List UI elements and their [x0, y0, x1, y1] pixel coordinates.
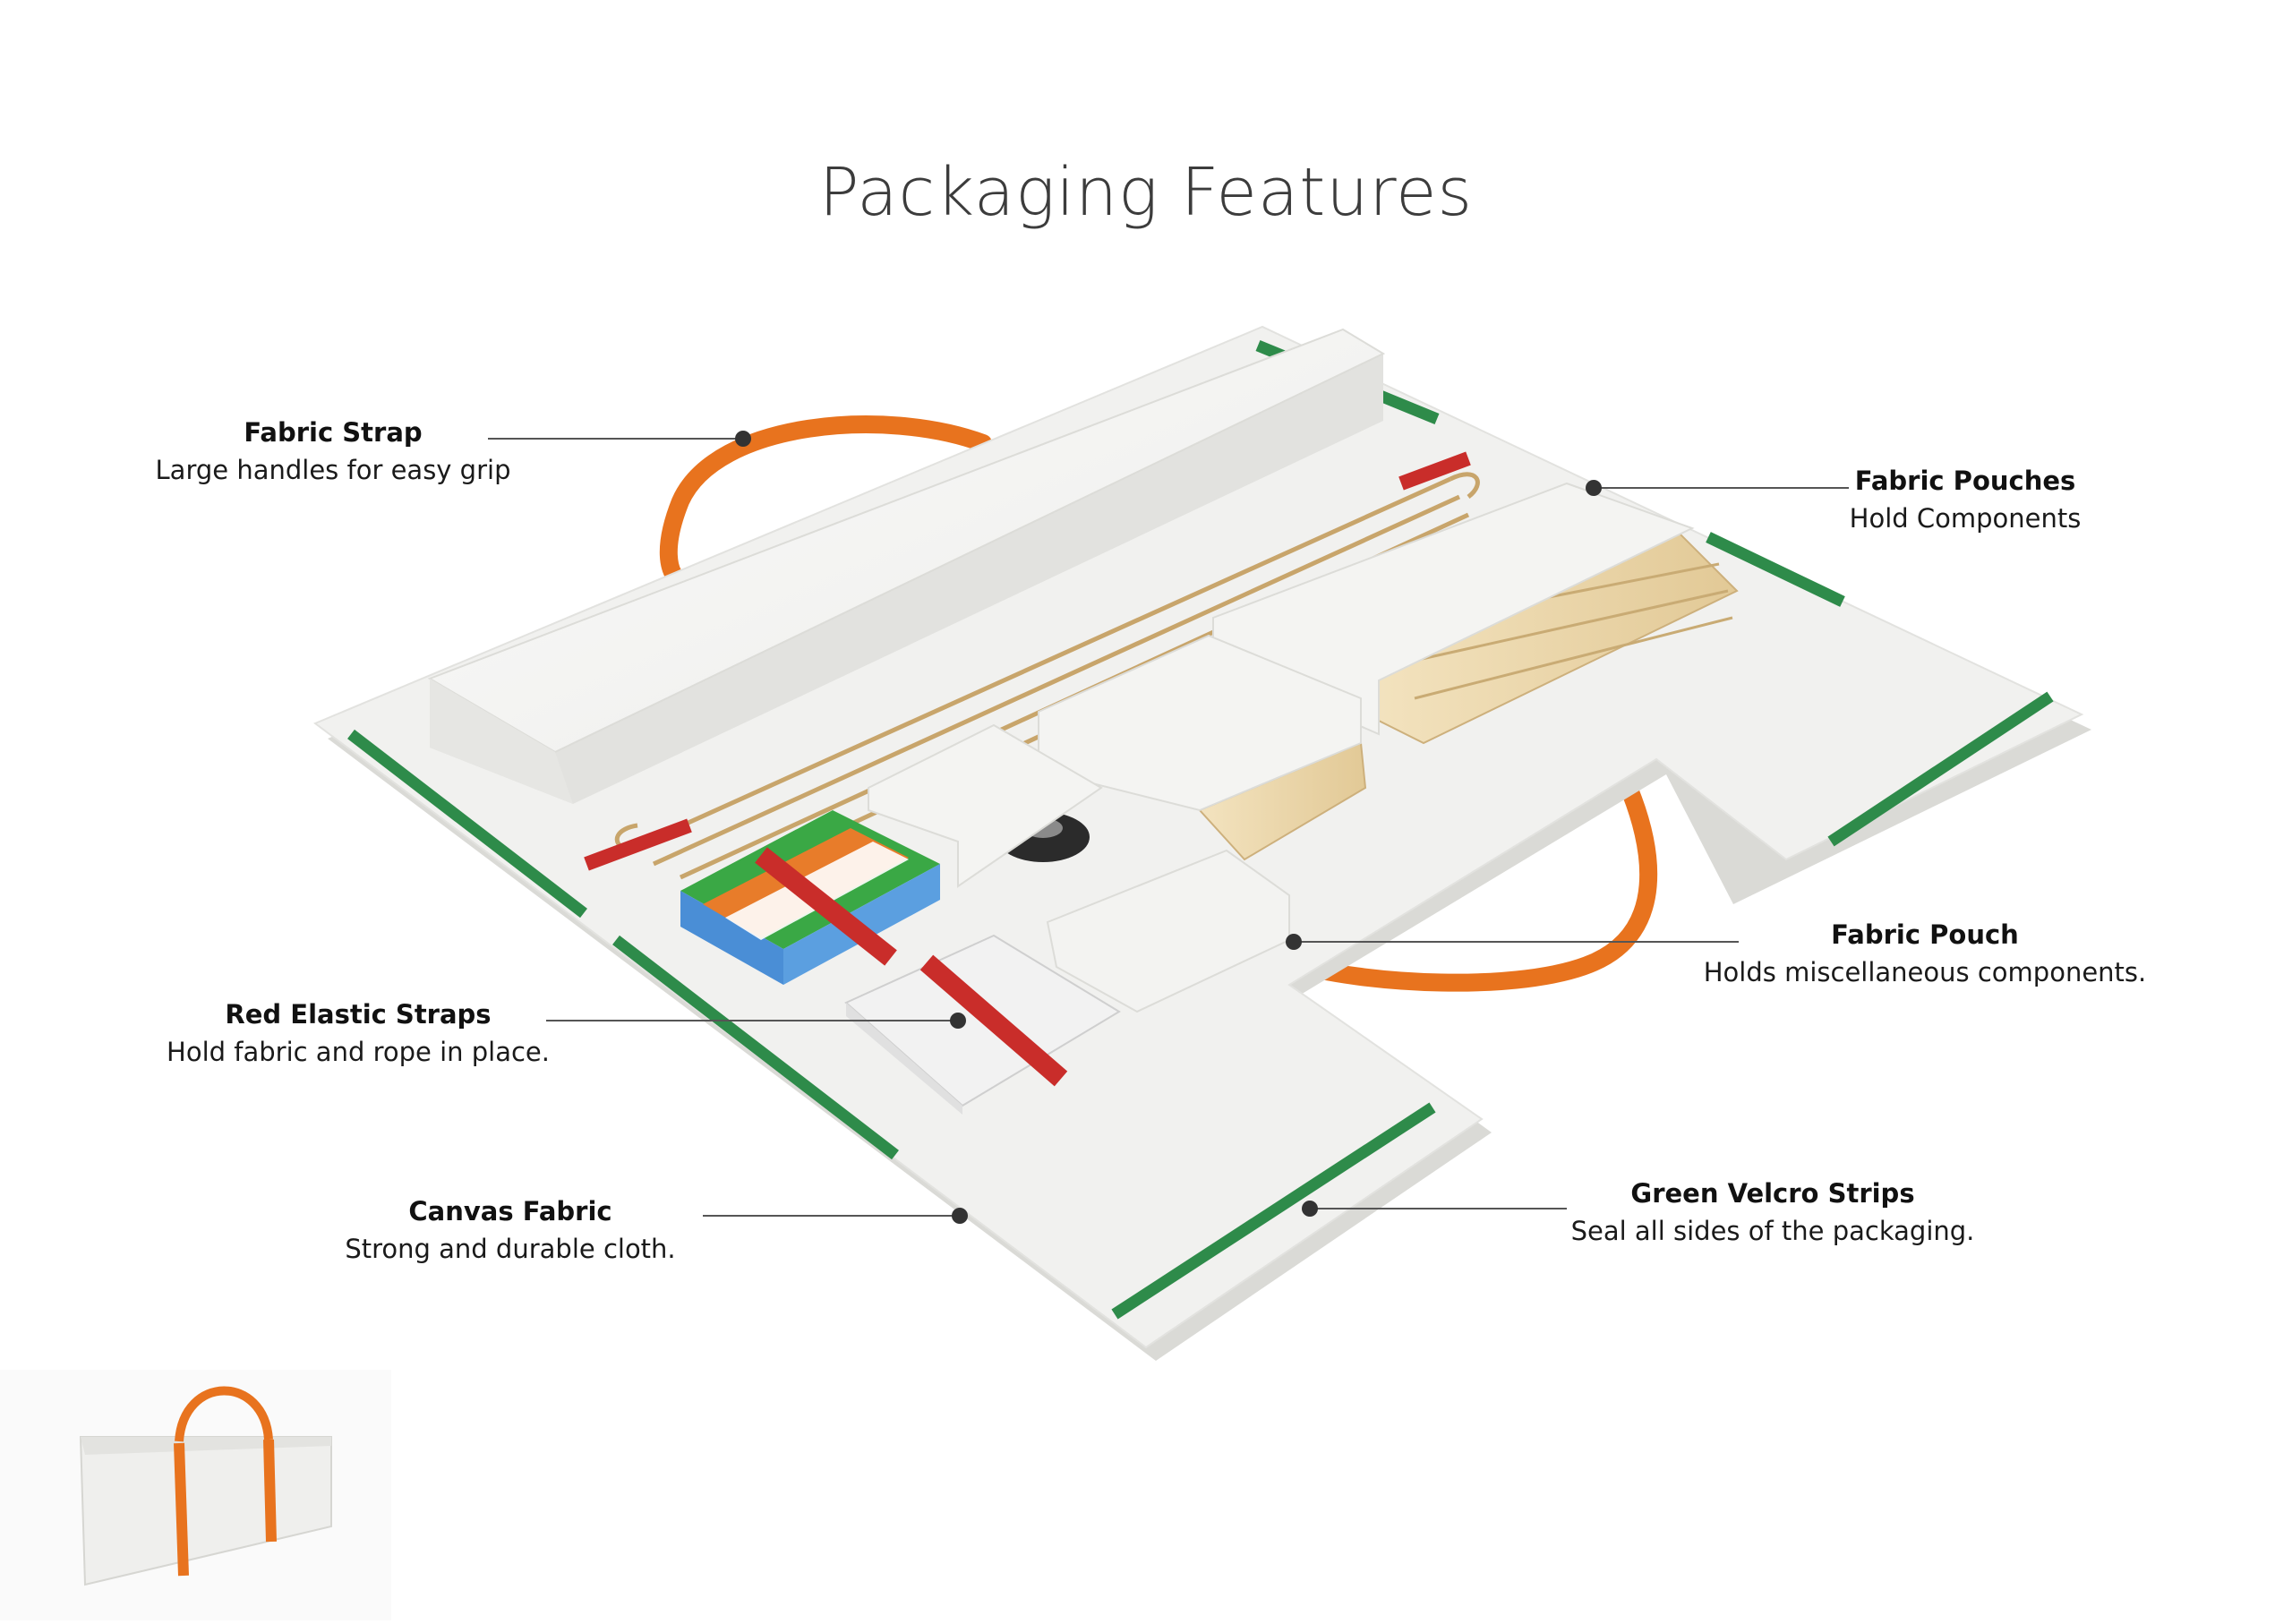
callout-description: Hold Components: [1849, 503, 2082, 534]
callout-description: Large handles for easy grip: [155, 455, 511, 485]
callout-fabric-pouches: Fabric Pouches Hold Components: [1826, 462, 2104, 537]
page-title: Packaging Features: [818, 154, 1474, 231]
velcro-strip: [1827, 691, 2054, 847]
velcro-strip: [1706, 532, 1845, 607]
red-elastic-strap: [919, 954, 1068, 1087]
red-elastic-strap: [1398, 451, 1471, 491]
leader-lines: [488, 438, 1849, 1217]
callout-fabric-pouch: Fabric Pouch Holds miscellaneous compone…: [1683, 916, 2167, 991]
velcro-strip: [347, 729, 587, 919]
closed-bag-thumbnail: [0, 1370, 391, 1620]
velcro-strip: [1111, 1102, 1436, 1320]
closed-bag-image: [79, 1386, 332, 1586]
callout-heading: Green Velcro Strips: [1630, 1178, 1915, 1209]
callout-description: Seal all sides of the packaging.: [1570, 1216, 1975, 1246]
callout-red-elastic-straps: Red Elastic Straps Hold fabric and rope …: [161, 996, 555, 1071]
callout-description: Holds miscellaneous components.: [1703, 957, 2147, 987]
fabric-strap-front: [1280, 770, 1658, 992]
callout-fabric-strap: Fabric Strap Large handles for easy grip: [154, 414, 512, 489]
red-elastic-strap: [584, 818, 692, 871]
fabric-pouch-small: [868, 723, 1103, 888]
callout-description: Hold fabric and rope in place.: [167, 1037, 550, 1067]
callout-heading: Canvas Fabric: [408, 1196, 612, 1227]
red-elastic-strap: [755, 847, 897, 966]
callout-description: Strong and durable cloth.: [345, 1234, 676, 1264]
callout-heading: Fabric Pouch: [1831, 919, 2019, 950]
callout-heading: Red Elastic Straps: [225, 999, 492, 1030]
callout-canvas-fabric: Canvas Fabric Strong and durable cloth.: [331, 1192, 689, 1268]
callout-heading: Fabric Strap: [244, 417, 423, 448]
callout-green-velcro-strips: Green Velcro Strips Seal all sides of th…: [1558, 1175, 1988, 1250]
callout-dots: [735, 431, 1602, 1224]
fabric-strap-back: [659, 415, 992, 591]
callout-heading: Fabric Pouches: [1854, 466, 2076, 496]
velcro-strip: [612, 935, 899, 1160]
